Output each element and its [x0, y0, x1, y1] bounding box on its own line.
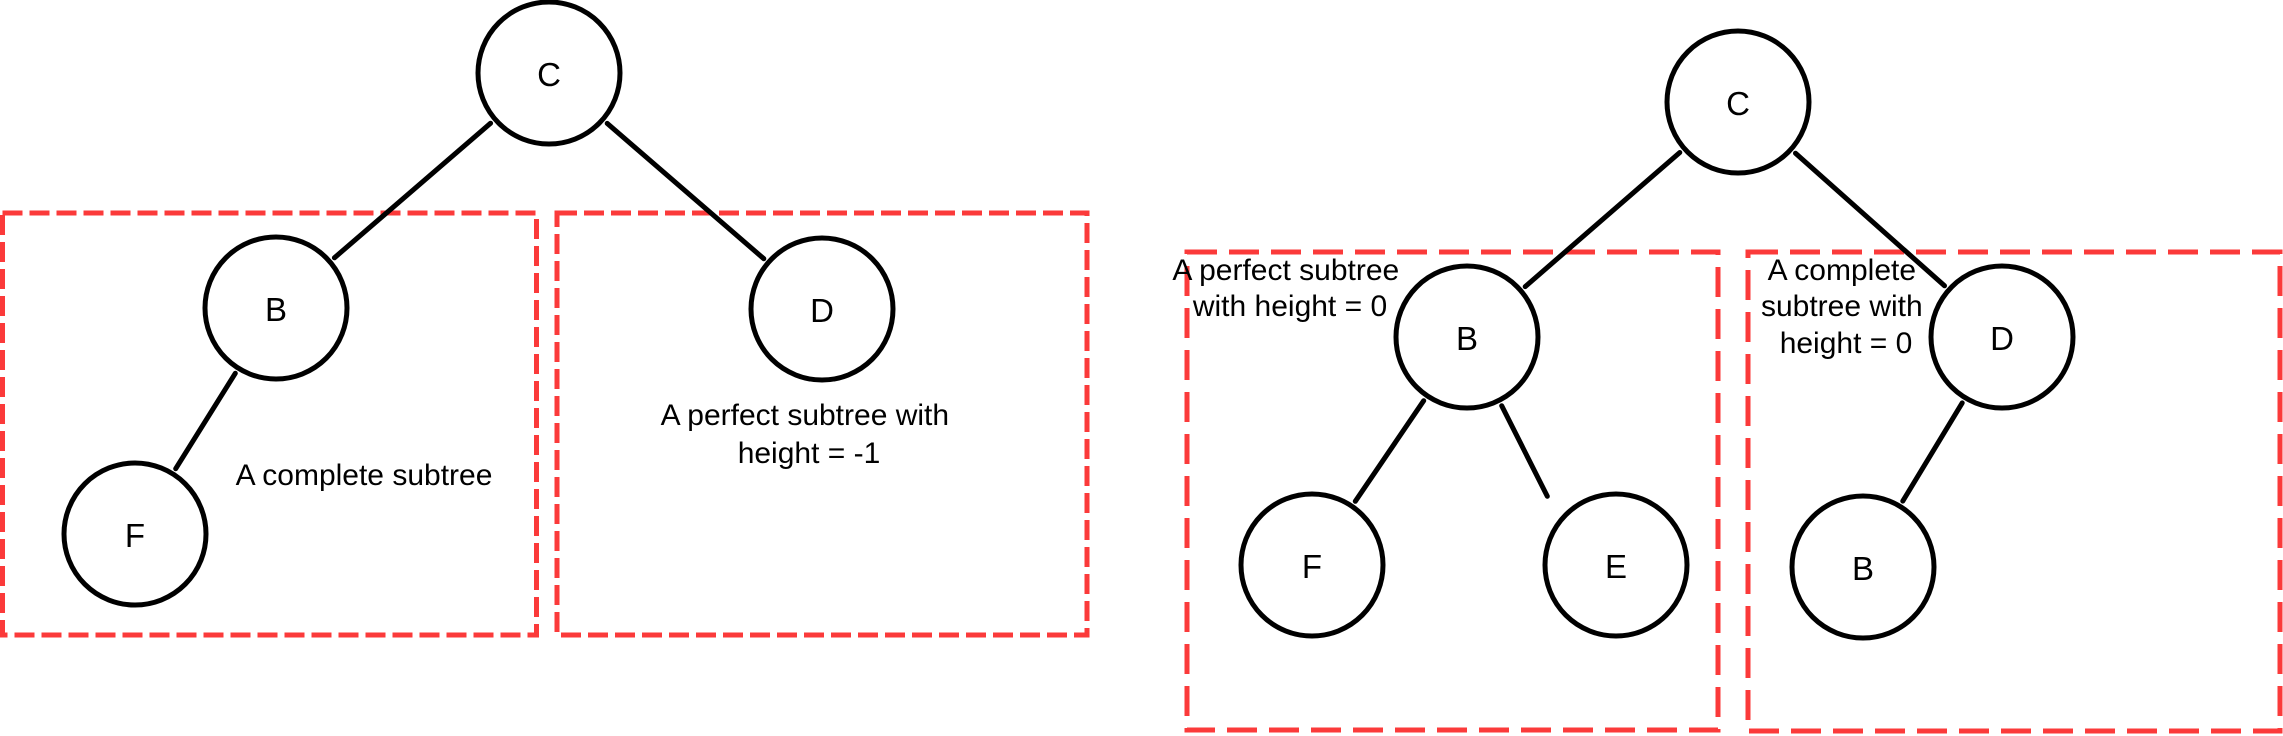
right-tree-node-circle-left	[1393, 263, 1541, 411]
right-tree-node-label-left-right: E	[1605, 548, 1627, 585]
right-tree-edge-B-F	[1352, 398, 1427, 504]
left-tree-node-circle-root	[475, 0, 623, 147]
right-tree-node-circle-left-left	[1238, 491, 1386, 639]
left-tree-node-label-left: B	[265, 291, 287, 328]
right-tree-node-circle-right	[1928, 263, 2076, 411]
left-tree-edge-C-D	[604, 120, 767, 262]
left-tree-edge-C-B	[331, 120, 494, 261]
left-tree-diagram: C B F D A complete subtree A perfect sub…	[0, 0, 1090, 638]
left-tree-node-label-left-left: F	[125, 517, 145, 554]
caption-line: A complete subtree	[236, 459, 493, 492]
right-tree-edge-B-E	[1499, 403, 1550, 499]
right-tree-diagram: C B F E D B A perfect subtree with heigh…	[1172, 28, 2283, 734]
left-tree-node-circle-left-left	[61, 460, 209, 608]
right-tree-complete-subtree-caption: A complete subtree with height = 0	[1761, 254, 1931, 360]
left-tree-node-label-right: D	[810, 292, 834, 329]
left-tree-perfect-subtree-region-box	[554, 210, 1090, 638]
right-tree-edge-C-D	[1793, 150, 1947, 289]
caption-line: with height = 0	[1192, 290, 1387, 323]
caption-line: height = -1	[738, 437, 881, 470]
caption-line: A perfect subtree	[1172, 254, 1399, 287]
left-tree-node-label-root: C	[537, 56, 561, 93]
right-tree-node-label-right-left: B	[1852, 550, 1874, 587]
right-tree-node-circle-left-right	[1542, 491, 1690, 639]
caption-line: A complete	[1768, 254, 1916, 287]
caption-line: subtree with	[1761, 290, 1923, 323]
right-tree-perfect-subtree-region-box	[1184, 249, 1721, 733]
left-tree-perfect-subtree-caption: A perfect subtree with height = -1	[661, 399, 958, 470]
right-tree-node-label-right: D	[1990, 320, 2014, 357]
right-tree-node-circle-root	[1664, 28, 1812, 176]
left-tree-node-circle-left	[202, 234, 350, 382]
right-tree-edge-D-B	[1900, 400, 1965, 504]
left-tree-complete-subtree-region-box	[0, 210, 539, 638]
left-tree-edge-B-F	[173, 370, 238, 472]
right-tree-edge-C-B	[1522, 150, 1683, 290]
right-tree-node-circle-right-left	[1789, 493, 1937, 641]
right-tree-node-label-left: B	[1456, 320, 1478, 357]
left-tree-node-circle-right	[748, 235, 896, 383]
caption-line: height = 0	[1780, 327, 1913, 360]
left-tree-complete-subtree-caption: A complete subtree	[236, 459, 493, 492]
right-tree-node-label-left-left: F	[1302, 548, 1322, 585]
right-tree-perfect-subtree-caption: A perfect subtree with height = 0	[1172, 254, 1407, 323]
caption-line: A perfect subtree with	[661, 399, 950, 432]
right-tree-complete-subtree-region-box	[1745, 249, 2283, 734]
right-tree-node-label-root: C	[1726, 85, 1750, 122]
